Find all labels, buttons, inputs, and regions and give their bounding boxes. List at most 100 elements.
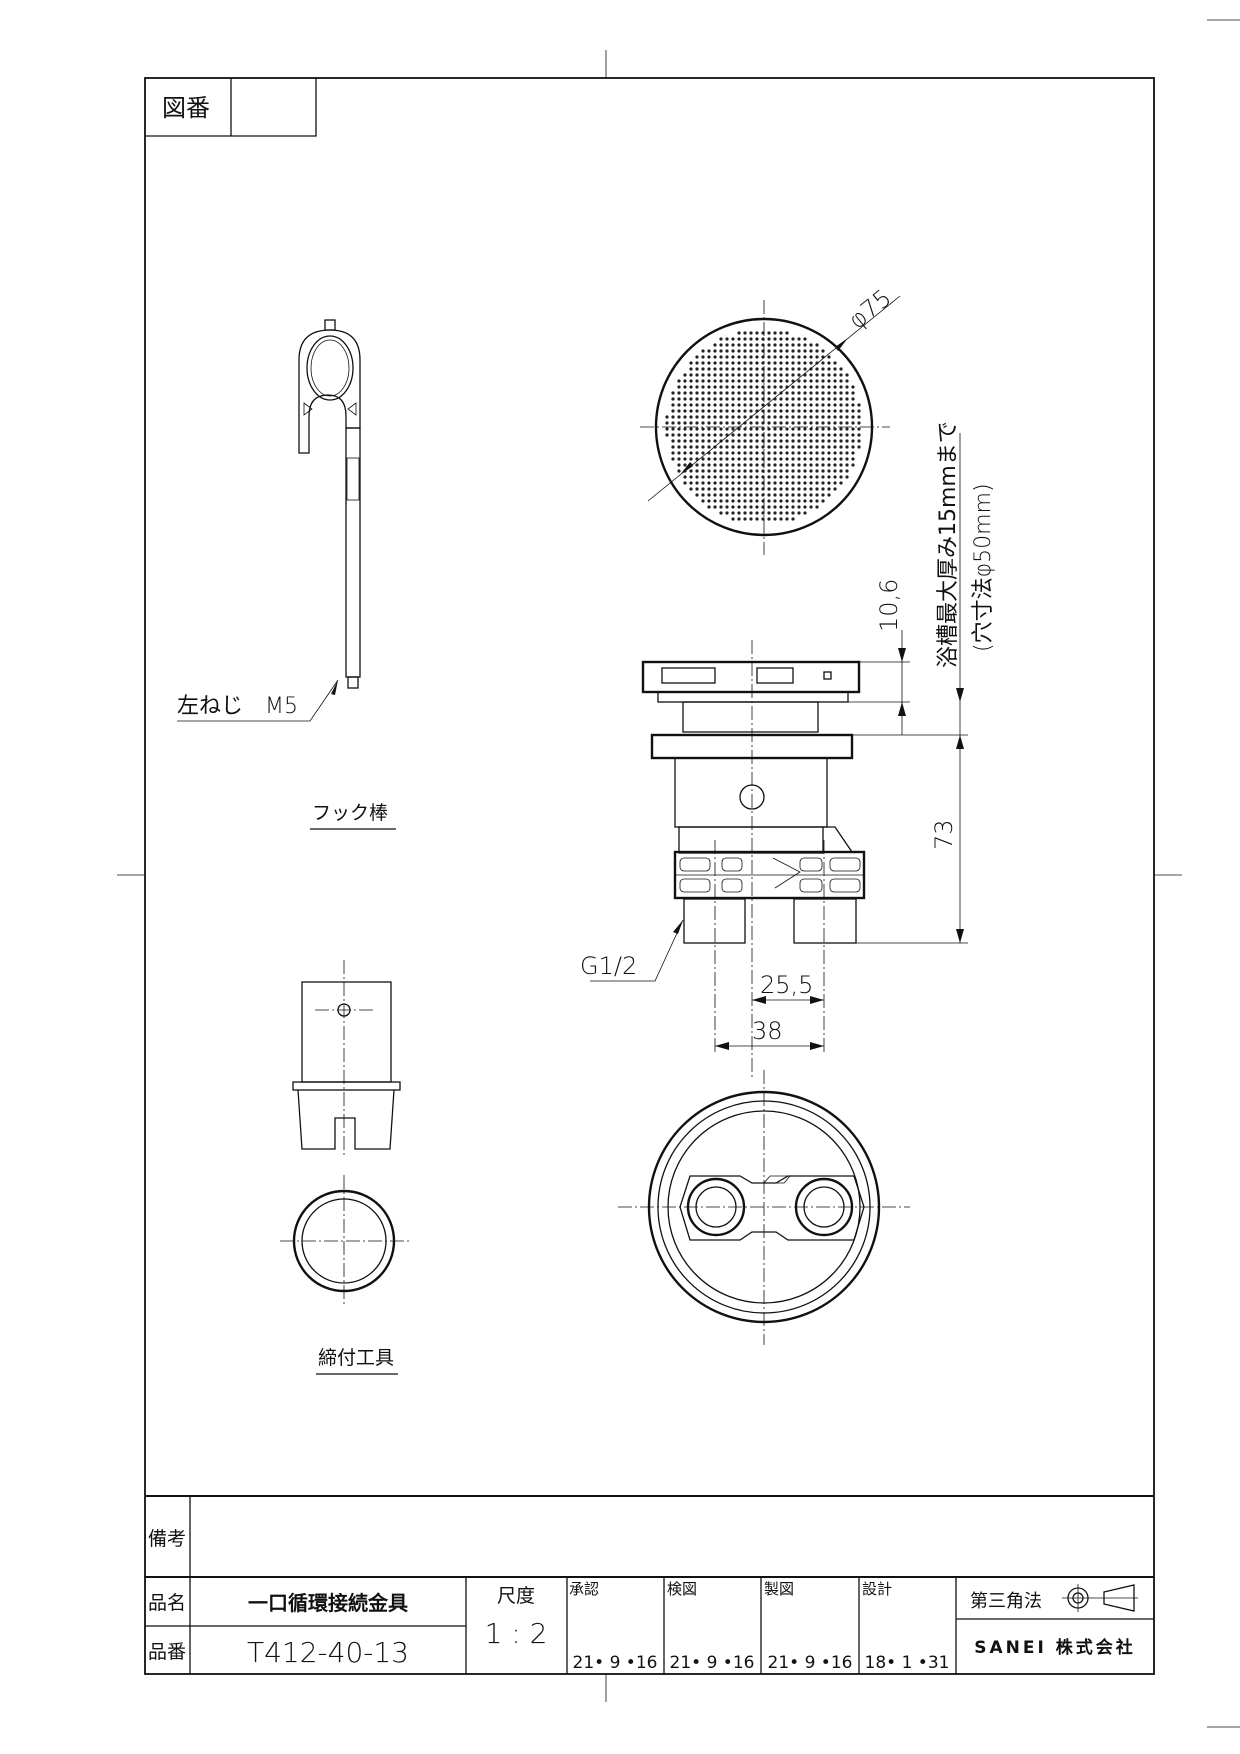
perforation-hole (755, 463, 759, 467)
perforation-hole (749, 475, 753, 479)
perforation-hole (803, 391, 807, 395)
perforation-hole (803, 487, 807, 491)
perforation-hole (845, 409, 849, 413)
perforation-hole (797, 487, 801, 491)
perforation-hole (701, 421, 705, 425)
perforation-hole (755, 355, 759, 359)
perforation-hole (785, 493, 789, 497)
perforation-hole (779, 343, 783, 347)
perforation-hole (773, 469, 777, 473)
perforation-hole (755, 421, 759, 425)
perforation-hole (767, 463, 771, 467)
perforation-hole (713, 451, 717, 455)
perforation-hole (791, 475, 795, 479)
perforation-hole (809, 415, 813, 419)
perforation-hole (845, 427, 849, 431)
perforation-hole (785, 475, 789, 479)
perforation-hole (701, 475, 705, 479)
perforation-hole (851, 391, 855, 395)
perforation-hole (719, 421, 723, 425)
perforation-hole (833, 445, 837, 449)
perforation-hole (743, 331, 747, 335)
perforation-hole (833, 463, 837, 467)
perforation-hole (761, 511, 765, 515)
perforation-hole (677, 469, 681, 473)
perforation-hole (803, 427, 807, 431)
perforation-hole (695, 487, 699, 491)
perforation-hole (767, 397, 771, 401)
perforation-hole (695, 439, 699, 443)
perforation-hole (695, 481, 699, 485)
perforation-hole (779, 517, 783, 521)
perforation-hole (803, 463, 807, 467)
perforation-hole (743, 487, 747, 491)
strainer-top-view: φ75 (640, 284, 901, 555)
perforation-hole (827, 361, 831, 365)
perforation-hole (731, 421, 735, 425)
perforation-hole (785, 343, 789, 347)
perforation-hole (833, 367, 837, 371)
perforation-hole (845, 433, 849, 437)
perforation-hole (719, 343, 723, 347)
perforation-hole (725, 337, 729, 341)
perforation-hole (707, 445, 711, 449)
perforation-hole (767, 451, 771, 455)
perforation-hole (701, 487, 705, 491)
strainer-perforation-pattern (665, 331, 861, 521)
perforation-hole (737, 361, 741, 365)
perforation-hole (689, 409, 693, 413)
perforation-hole (809, 499, 813, 503)
perforation-hole (701, 379, 705, 383)
perforation-hole (857, 433, 861, 437)
perforation-hole (809, 439, 813, 443)
perforation-hole (743, 343, 747, 347)
perforation-hole (779, 433, 783, 437)
perforation-hole (785, 337, 789, 341)
perforation-hole (677, 415, 681, 419)
perforation-hole (743, 385, 747, 389)
perforation-hole (797, 505, 801, 509)
perforation-hole (737, 475, 741, 479)
perforation-hole (773, 343, 777, 347)
perforation-hole (845, 445, 849, 449)
perforation-hole (737, 487, 741, 491)
perforation-hole (827, 355, 831, 359)
perforation-hole (689, 379, 693, 383)
perforation-hole (677, 397, 681, 401)
perforation-hole (791, 433, 795, 437)
perforation-hole (683, 433, 687, 437)
perforation-hole (707, 439, 711, 443)
perforation-hole (695, 427, 699, 431)
perforation-hole (719, 493, 723, 497)
perforation-hole (707, 499, 711, 503)
perforation-hole (821, 367, 825, 371)
perforation-hole (845, 469, 849, 473)
perforation-hole (713, 391, 717, 395)
projection-method: 第三角法 (970, 1591, 1042, 1612)
perforation-hole (689, 427, 693, 431)
perforation-hole (797, 361, 801, 365)
perforation-hole (773, 385, 777, 389)
perforation-hole (731, 361, 735, 365)
perforation-hole (713, 493, 717, 497)
perforation-hole (767, 517, 771, 521)
perforation-hole (827, 469, 831, 473)
perforation-hole (791, 517, 795, 521)
perforation-hole (731, 391, 735, 395)
perforation-hole (833, 391, 837, 395)
perforation-hole (737, 391, 741, 395)
perforation-hole (791, 361, 795, 365)
perforation-hole (791, 421, 795, 425)
perforation-hole (851, 415, 855, 419)
perforation-hole (725, 511, 729, 515)
perforation-hole (737, 481, 741, 485)
perforation-hole (773, 481, 777, 485)
perforation-hole (713, 475, 717, 479)
perforation-hole (725, 355, 729, 359)
perforation-hole (779, 349, 783, 353)
perforation-hole (725, 445, 729, 449)
perforation-hole (707, 457, 711, 461)
perforation-hole (779, 385, 783, 389)
perforation-hole (773, 451, 777, 455)
